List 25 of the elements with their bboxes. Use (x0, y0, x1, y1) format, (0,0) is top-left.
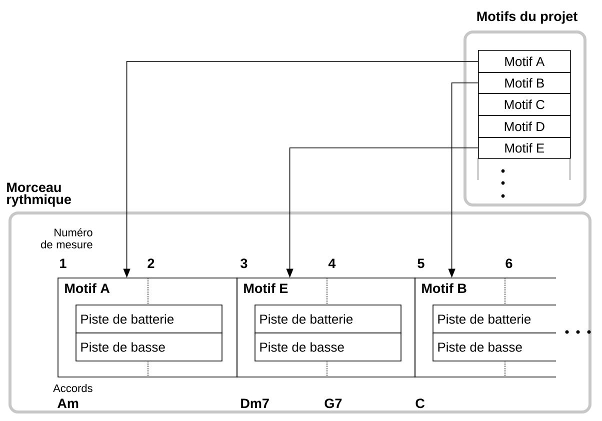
measure-label: C (416, 398, 425, 408)
measure-label: 2 (148, 258, 154, 268)
node-label: Morceau rythmique (7, 182, 71, 207)
pattern-cell: Motif E (478, 137, 571, 159)
pattern-cell: Motif C (478, 93, 571, 116)
pattern-cell: Motif D (478, 115, 571, 138)
track-box: Piste de batterie (432, 304, 556, 334)
measure-label: Am (58, 398, 78, 408)
track-box: Piste de batterie (254, 304, 402, 334)
measure-label: 1 (60, 258, 66, 268)
measure-label: 3 (240, 258, 248, 268)
track-box: Piste de basse (76, 332, 222, 362)
measure-label: 6 (506, 258, 512, 268)
axis-caption: Accords (53, 384, 92, 392)
track-box: Piste de basse (254, 332, 402, 362)
node-label: Motifs du projet (477, 11, 578, 24)
pattern-cell: Motif B (478, 72, 571, 94)
track-box: Piste de basse (432, 332, 556, 362)
measure-label: 4 (328, 258, 336, 268)
measure-label: G7 (324, 398, 342, 408)
track-box: Piste de batterie (76, 304, 222, 334)
axis-caption: Numéro de mesure (41, 228, 92, 248)
measure-label: Dm7 (241, 398, 269, 408)
pattern-cell: Motif A (478, 50, 571, 73)
measure-label: 5 (418, 258, 424, 268)
